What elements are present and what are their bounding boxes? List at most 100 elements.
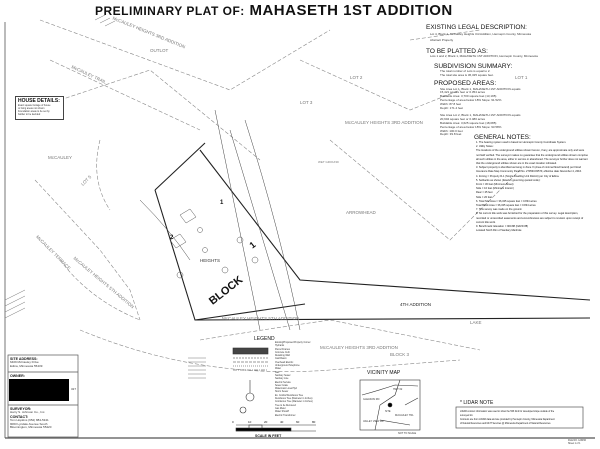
legend-heading: LEGEND <box>254 336 275 342</box>
contact-line: Bloomington, Minnesota 55420 <box>10 425 52 430</box>
legend-item: Tree to be Removed <box>275 404 296 407</box>
area-line: Width: 87.8 feet <box>440 101 462 106</box>
lot-number: 2 <box>170 235 174 241</box>
legend-item: Deciduous Tree (Diameter in Inches) <box>275 398 313 401</box>
surveyor-info: SURVEYOR: Harry S. Johnson Co., Inc. CON… <box>10 407 78 430</box>
map-label: LOT 2 <box>350 75 363 80</box>
summary-heading: SUBDIVISION SUMMARY: <box>434 63 513 70</box>
note-line: not field verified. The surveyor makes n… <box>476 153 588 157</box>
subdivision-summary: SUBDIVISION SUMMARY: The total number of… <box>434 63 520 137</box>
vicinity-label: SITE <box>385 410 391 413</box>
note-line: that the underground utilities shown are… <box>476 162 557 166</box>
owner-heading: OWNER: <box>10 374 25 378</box>
note-line: recorded or unrecorded easements and enc… <box>476 216 584 220</box>
area-line: Percentage of area below 18% Slope: 93.5… <box>440 124 502 129</box>
area-line: Depth: 39.8 feet <box>440 132 462 137</box>
house-details-line: Foundation areas to be set by <box>18 110 50 113</box>
existing-legal-heading: EXISTING LEGAL DESCRIPTION: <box>426 24 527 31</box>
to-be-platted-text: Lots 1 and 2, Block 1, MAHASETH 1ST ADDI… <box>430 53 538 58</box>
note-line: Side = 10 feet (Minimum Interior) <box>476 187 514 191</box>
to-be-platted-heading: TO BE PLATTED AS: <box>426 47 488 55</box>
map-label: OUTLOT <box>150 48 169 53</box>
vicinity-label: GLEASON RD <box>363 398 380 401</box>
lidar-line: surveyed lot. <box>460 415 474 417</box>
map-label: HEIGHTS <box>200 258 221 263</box>
owner-redacted <box>9 379 69 401</box>
legend-item: Coniferous Tree (Diameter in Inches) <box>275 401 313 404</box>
existing-legal-line: Lot 4, Block 1, McCauley Heights 3rd Add… <box>430 32 532 36</box>
footer-line: Sheet 1 of 1 <box>568 443 581 445</box>
existing-legal-line: Abstract Property <box>430 37 454 42</box>
legend-item: Water Shutoff <box>275 411 289 414</box>
house-details-line: Exact square footage of house <box>18 104 51 107</box>
legend-item: Retaining Wall <box>275 355 290 358</box>
plat-name: MAHASETH 1ST ADDITION <box>249 2 453 19</box>
owner-suffix: 327 <box>71 387 77 391</box>
note-line: 1. The bearing system used is based on H… <box>476 141 567 144</box>
lidar-line: Contours are from LIDAR data and are pro… <box>460 419 555 421</box>
notes-heading: GENERAL NOTES: <box>474 134 531 141</box>
vicinity-label: VALLEY VIEW RD <box>363 420 384 423</box>
note-line: Located North Rim of Sanitary Manhole <box>476 229 522 233</box>
general-notes: GENERAL NOTES: 1. The bearing system use… <box>474 134 594 233</box>
lidar-line: of Natural Resources and MnIT Services @… <box>460 423 552 425</box>
lot2-areas: Site Area Lot 2, Block 1, MAHASETH 1ST A… <box>440 114 520 137</box>
footer: FILE NO. 123456 Sheet 1 of 1 <box>568 440 586 446</box>
map-label: McCAULEY HEIGHTS 5TH ADDITION <box>222 316 300 321</box>
legend-item: Sanitary Line <box>275 378 289 381</box>
scale-label: SCALE IN FEET <box>255 434 282 438</box>
legend-item: Electric Service <box>275 381 291 384</box>
contact-line: Tom Hopkins (952) 884-5341 <box>10 417 49 422</box>
surveyor-name: Harry S. Johnson Co., Inc. <box>10 410 46 414</box>
area-line: 20,904 square feet or 0.480 acres <box>440 117 486 122</box>
title-prefix: PRELIMINARY PLAT OF: <box>95 4 245 18</box>
house-details-line: builder to be decided <box>18 113 41 116</box>
house-details-box: HOUSE DETAILS: Exact square footage of h… <box>15 96 64 120</box>
area-line: Percentage of area below 18% Slope: 91.5… <box>440 97 502 102</box>
site-address-line: Edina, Minnesota 55439 <box>10 363 43 368</box>
note-line: Rear = 25 feet <box>476 191 493 195</box>
vicinity-map-heading: VICINITY MAP <box>367 370 401 376</box>
site-info: SITE ADDRESS: 6409 McCauley Drive Edina,… <box>10 357 78 369</box>
note-line: Front = 30 feet (Minimum Street) <box>476 183 514 187</box>
note-line: 6. Total Site Area = 36,325 square feet … <box>476 199 537 203</box>
note-line: 2. Utility Notes: <box>476 145 494 149</box>
proposed-heading: PROPOSED AREAS: <box>434 79 497 87</box>
area-line: 15,421 square feet or 0.354 acres <box>440 90 486 95</box>
summary-line: The total number of Lots is equal to 2. <box>440 69 491 73</box>
contact-line: 9063 Lyndale Avenue South <box>10 421 48 426</box>
vicinity-label: McCAULEY TRL <box>395 414 414 417</box>
area-line: Depth: 171.4 feet <box>440 105 464 110</box>
surveyor-heading: SURVEYOR: <box>10 407 32 411</box>
scale-tick: 20 <box>264 420 268 424</box>
legal-description: EXISTING LEGAL DESCRIPTION: Lot 4, Block… <box>426 24 596 58</box>
note-line: Side = 20 feet <box>476 195 493 199</box>
map-label: WET GROUND <box>318 160 339 164</box>
map-label: LOT 1 <box>515 75 528 80</box>
legend-item: Gas Meter <box>275 407 286 410</box>
note-line: current title work. <box>476 220 496 224</box>
note-line: 5. Setbacks as shown (listed in governin… <box>476 178 541 182</box>
page-title: PRELIMINARY PLAT OF: MAHASETH 1ST ADDITI… <box>95 2 453 19</box>
note-line: 3. Subject property is identified as bei… <box>476 166 581 170</box>
legend-item: Water <box>275 368 282 371</box>
note-line: The locations of the underground utiliti… <box>476 149 585 153</box>
contact-heading: CONTACT: <box>10 414 29 419</box>
site-address-line: 6409 McCauley Drive <box>10 360 39 364</box>
scale-tick: 0 <box>232 420 234 424</box>
legend-item: Hydrants <box>275 345 285 348</box>
lot-number: 1 <box>220 200 224 206</box>
footer-line: FILE NO. 123456 <box>568 440 586 442</box>
legend-item: Gas <box>275 371 280 374</box>
scale-tick: 80 <box>312 420 316 424</box>
legend-item: Storm Sewer <box>275 391 289 394</box>
area-line: Buildable Area: 3,700 square feet (13,19… <box>440 94 497 99</box>
house-details-heading: HOUSE DETAILS: <box>18 98 60 104</box>
legend-item: Catchbasin <box>275 358 287 361</box>
vicinity-label: HWY 62 <box>393 388 403 391</box>
map-label: LOT 3 <box>300 100 313 105</box>
area-line: Width: 100.0 feet <box>440 128 463 133</box>
legend-item: Watermain Lines/Hyd <box>275 388 297 391</box>
map-label: LAKE <box>470 320 482 325</box>
